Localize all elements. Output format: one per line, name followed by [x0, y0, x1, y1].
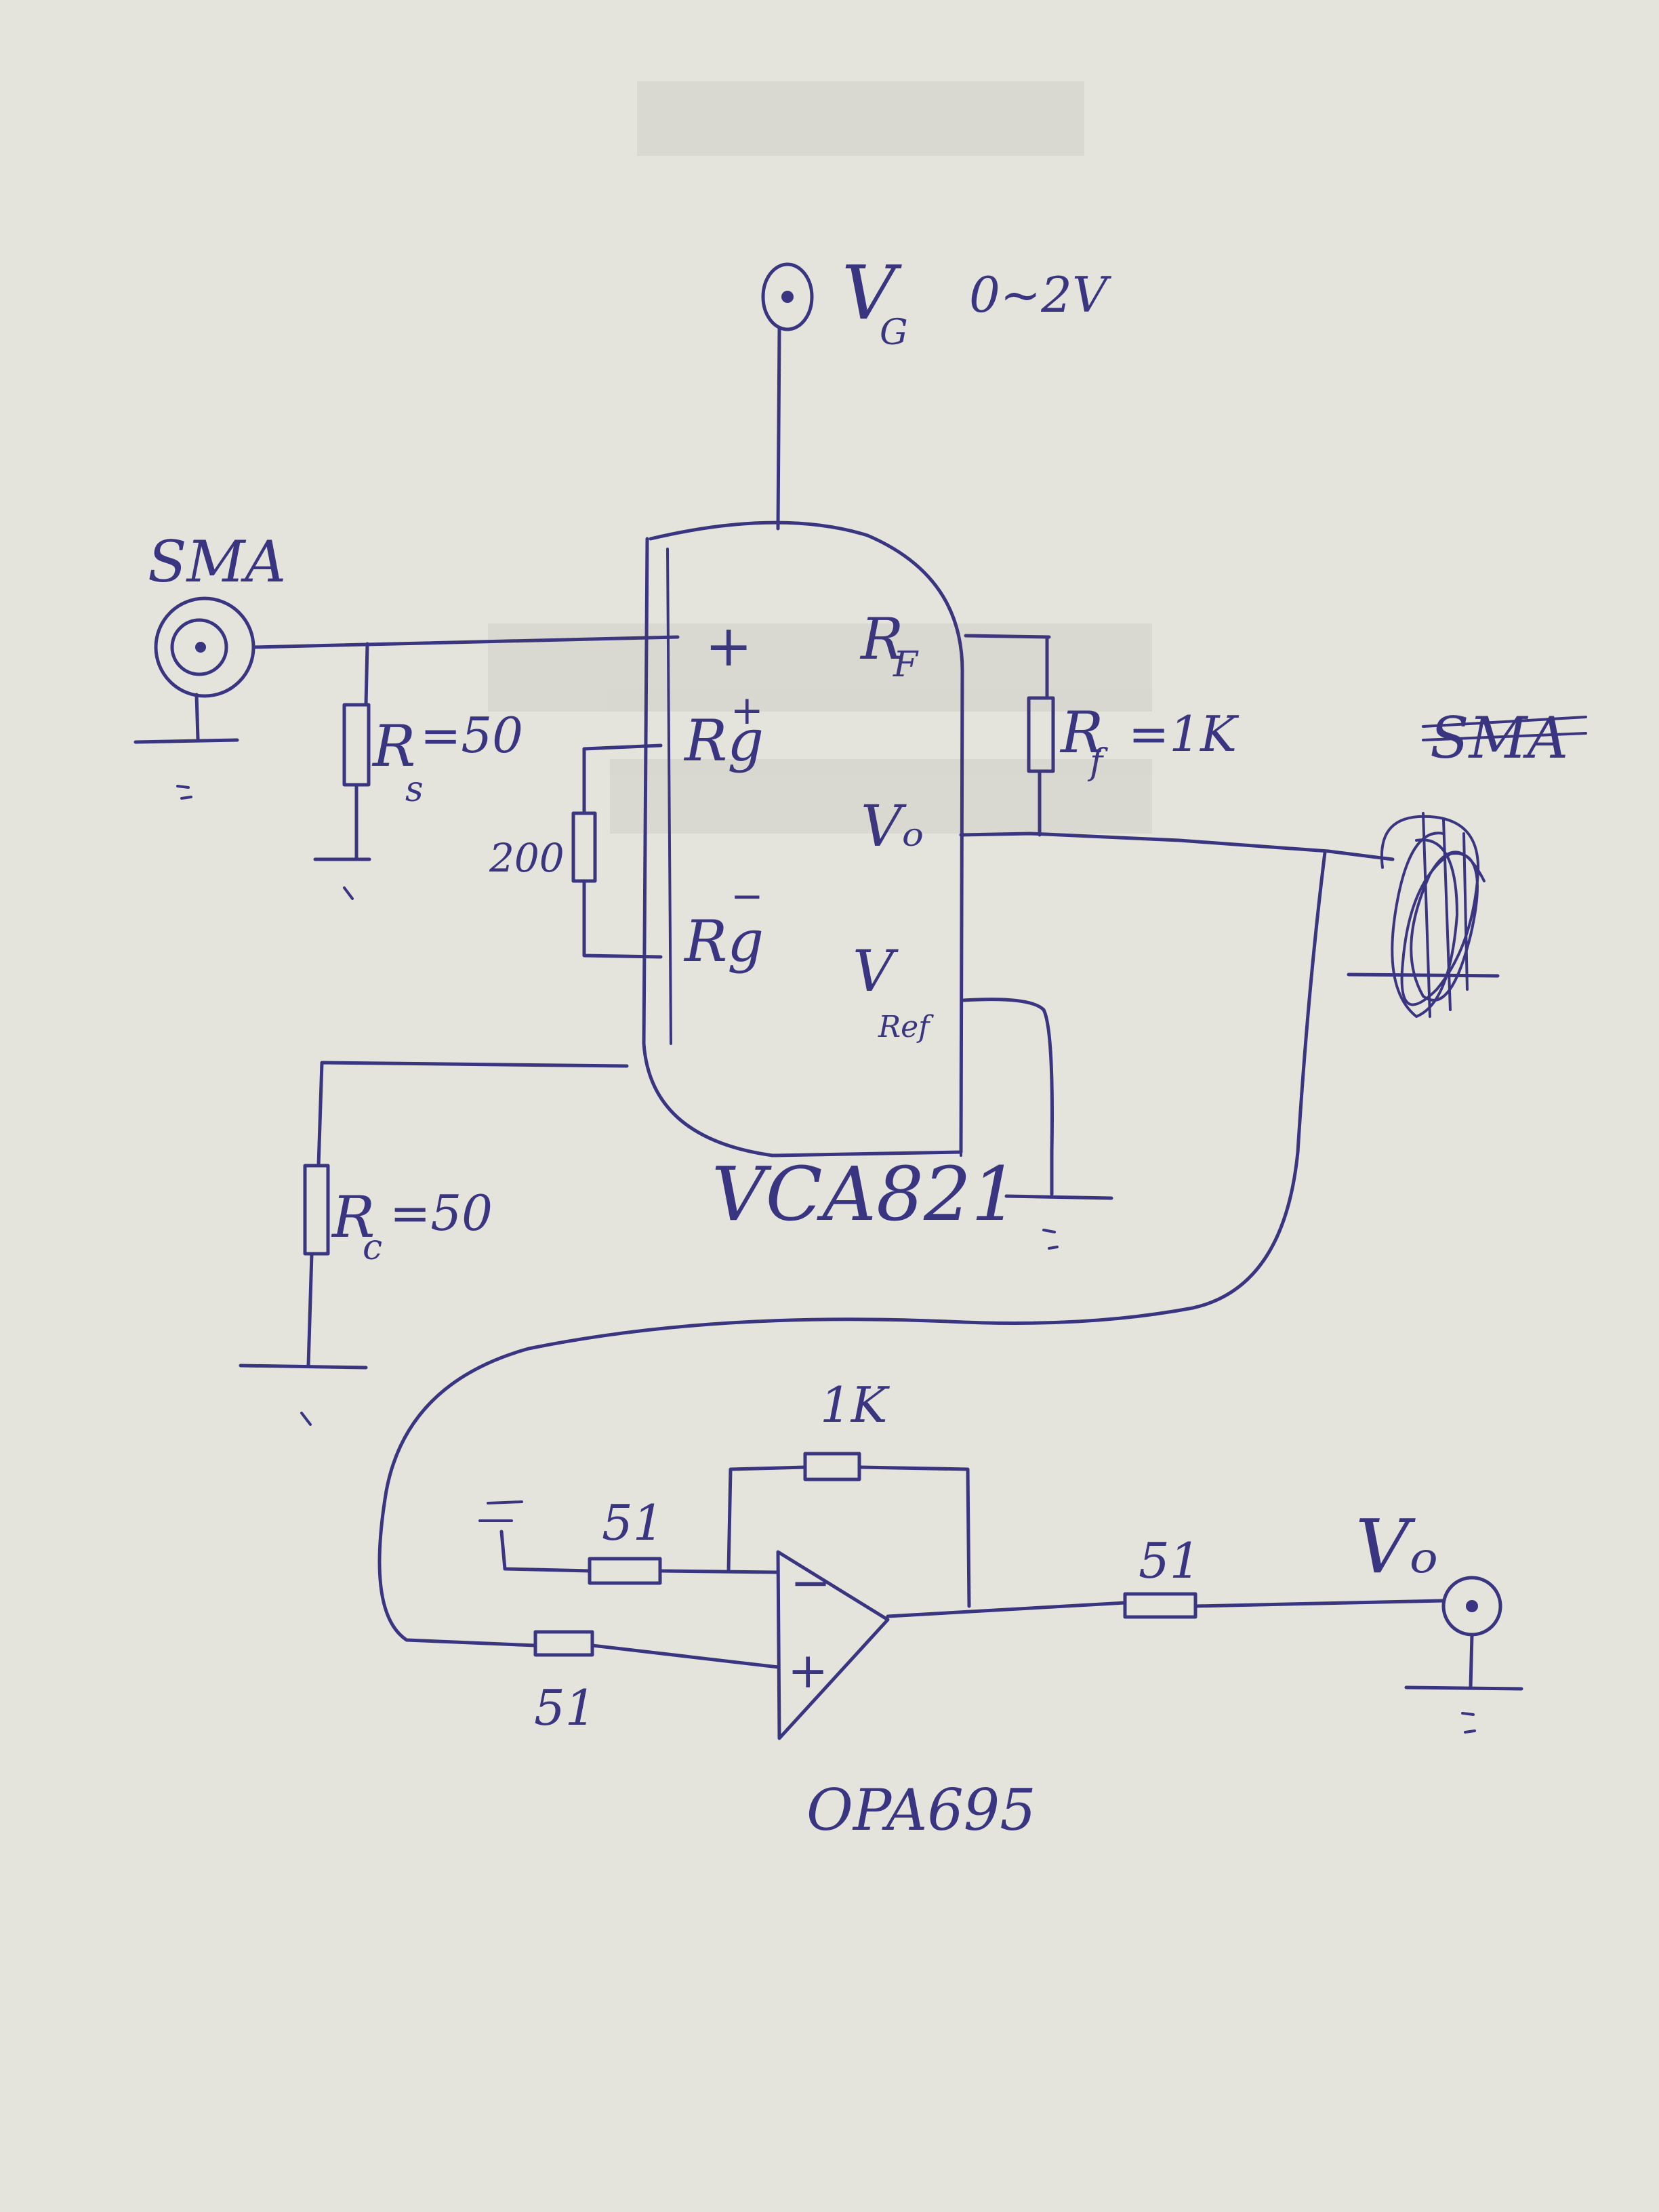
- vref-pin-label-sub: Ref: [878, 1010, 934, 1044]
- rf-ext-value: =1K: [1128, 705, 1240, 762]
- vg-connector: [761, 262, 814, 531]
- rc-resistor: [239, 1061, 629, 1426]
- sma-input-connector: [134, 596, 255, 800]
- rf-ext-resistor: [964, 634, 1055, 837]
- vo-to-opamp-wire: [377, 851, 1327, 1647]
- vca-plus-input: +: [705, 613, 752, 679]
- vg-label-sub: G: [880, 312, 908, 353]
- input-wire: [251, 635, 680, 649]
- scribbled-sma-connector: [1347, 812, 1500, 1018]
- vca821-name: VCA821: [712, 1151, 1019, 1237]
- rf-pin-label: R: [859, 606, 903, 672]
- vref-ground: [962, 998, 1113, 1250]
- rg-plus-sign: +: [731, 687, 764, 733]
- rg-plus-pin-label: Rg: [683, 708, 764, 774]
- in-minus-resistor: [478, 1500, 780, 1585]
- rc-value: =50: [390, 1185, 493, 1242]
- fb-resistor: [726, 1452, 971, 1608]
- vo-pin-label: Vₒ: [861, 793, 924, 859]
- rc-label: R: [331, 1184, 375, 1250]
- in-minus-resistor-value: 51: [602, 1494, 664, 1551]
- rg-minus-pin-label: Rg: [683, 908, 764, 975]
- struck-sma-label: SMA: [1422, 705, 1587, 771]
- opamp-plus-sign: +: [787, 1642, 828, 1699]
- vg-label: V: [842, 249, 902, 336]
- sma-input-label: SMA: [148, 529, 286, 595]
- vca821-inner-edge: [666, 548, 672, 1045]
- rc-label-sub: c: [363, 1227, 382, 1268]
- rs-label: R: [371, 713, 415, 779]
- rg-resistor: [571, 743, 663, 959]
- rs-resistor: [313, 642, 371, 900]
- vout-label: Vₒ: [1355, 1503, 1438, 1590]
- rs-label-sub: s: [405, 769, 424, 810]
- vout-connector: [1404, 1576, 1523, 1734]
- bleed-through-marks: [488, 81, 1152, 834]
- rf-ext-label: R: [1059, 699, 1103, 766]
- out-resistor-value: 51: [1139, 1532, 1201, 1589]
- vca821-body: [642, 520, 964, 1158]
- opa695-body: [776, 1550, 890, 1740]
- opa695-name: OPA695: [806, 1777, 1036, 1843]
- vo-output-wire: [959, 832, 1395, 861]
- vref-pin-label: V: [853, 938, 899, 1004]
- in-plus-resistor: [533, 1630, 780, 1669]
- out-resistor: [886, 1592, 1446, 1619]
- rg-value: 200: [489, 835, 565, 881]
- in-plus-resistor-value: 51: [534, 1679, 596, 1736]
- fb-resistor-value: 1K: [820, 1376, 890, 1433]
- vg-range: 0~2V: [969, 266, 1112, 323]
- rs-value: =50: [420, 707, 523, 764]
- rf-pin-label-sub: F: [893, 644, 919, 685]
- opamp-minus-sign: −: [790, 1554, 831, 1611]
- rg-minus-sign: −: [731, 873, 764, 919]
